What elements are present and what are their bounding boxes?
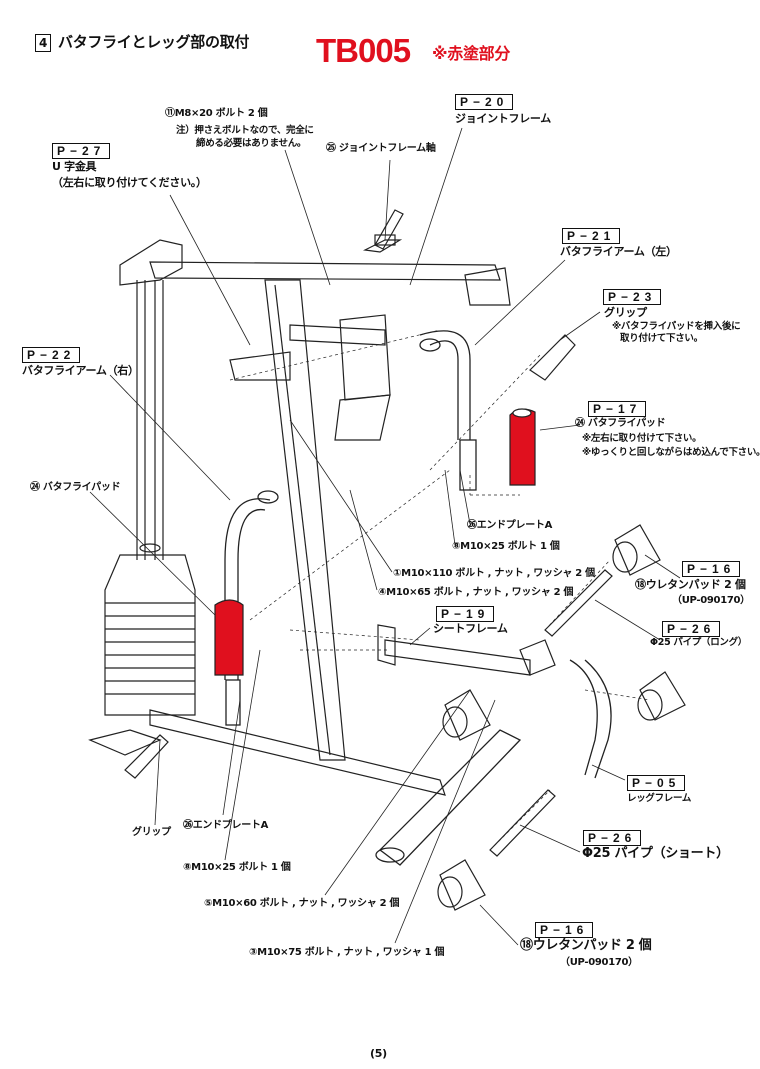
- page-title: バタフライとレッグ部の取付: [58, 33, 250, 51]
- urethane-part-number-bottom: （UP-090170）: [560, 957, 638, 968]
- seat-frame: [377, 624, 556, 676]
- label-seat-frame: シートフレーム: [433, 622, 508, 635]
- label-grip-left: グリップ: [132, 827, 171, 838]
- part-code-p19: P−19: [436, 606, 495, 622]
- part-code-p26-long: P−26: [662, 621, 721, 637]
- part-code-p22: P−22: [22, 347, 81, 363]
- label-butterfly-pad-left: ㉔ バタフライパッド: [30, 482, 121, 493]
- butterfly-pad-red: [214, 408, 536, 676]
- label-u-bracket: U 字金具: [52, 160, 97, 173]
- part-code-p05: P−05: [627, 775, 686, 791]
- label-urethane-pad-bottom: ⑱ウレタンパッド 2 個: [520, 938, 652, 953]
- step-number: 4: [35, 34, 51, 52]
- pad-note-1: ※左右に取り付けて下さい。: [582, 433, 702, 444]
- label-end-plate-right: ㉖エンドプレートA: [467, 520, 553, 531]
- pipes: [374, 209, 613, 857]
- red-part-note: ※赤塗部分: [432, 44, 511, 63]
- u-bracket-note: （左右に取り付けてください。）: [52, 176, 207, 189]
- label-end-plate-left: ㉖エンドプレートA: [183, 820, 269, 831]
- label-bolt-3: ③M10×75 ボルト , ナット , ワッシャ 1 個: [249, 947, 445, 958]
- label-butterfly-arm-right: バタフライアーム（右）: [22, 364, 139, 377]
- label-grip: グリップ: [604, 306, 647, 319]
- label-pipe-short: Φ25 パイプ（ショート）: [582, 846, 729, 861]
- butterfly-arm-right: [224, 490, 279, 726]
- urethane-rollers: [437, 524, 686, 911]
- weight-stack: [104, 543, 196, 716]
- label-butterfly-arm-left: バタフライアーム（左）: [560, 245, 677, 258]
- label-bolt-5: ⑤M10×60 ボルト , ナット , ワッシャ 2 個: [204, 898, 400, 909]
- label-joint-frame: ジョイントフレーム: [455, 112, 551, 125]
- grip: [124, 334, 576, 779]
- part-code-p16-bottom: P−16: [535, 922, 594, 938]
- label-bolt-4: ④M10×65 ボルト , ナット , ワッシャ 2 個: [378, 587, 574, 598]
- butterfly-arm-left: [419, 330, 477, 491]
- pad-hole: [512, 408, 532, 418]
- page-number: (5): [370, 1047, 387, 1060]
- bolt-11-note-2: 締める必要はありません。: [196, 138, 307, 149]
- label-butterfly-pad: ㉔ バタフライパッド: [575, 418, 666, 429]
- bolt-11-note-1: 注）押さえボルトなので、完全に: [176, 125, 314, 136]
- label-bolt-8-right: ⑧M10×25 ボルト 1 個: [452, 541, 560, 552]
- model-number: TB005: [316, 32, 411, 69]
- label-leg-frame: レッグフレーム: [627, 793, 692, 804]
- urethane-part-number-top: （UP-090170）: [672, 595, 750, 606]
- label-joint-shaft: ㉕ ジョイントフレーム軸: [326, 143, 436, 154]
- label-pipe-long: Φ25 パイプ（ロング）: [650, 637, 748, 648]
- part-code-p20: P−20: [455, 94, 514, 110]
- grip-note-2: 取り付けて下さい。: [620, 333, 703, 344]
- leg-frame: [375, 659, 612, 866]
- part-code-p21: P−21: [562, 228, 621, 244]
- grip-note-1: ※バタフライパッドを挿入後に: [612, 321, 741, 332]
- part-code-p26-short: P−26: [583, 830, 642, 846]
- frame: [88, 234, 511, 796]
- part-code-p16-top: P−16: [682, 561, 741, 577]
- label-bolt-1: ①M10×110 ボルト , ナット , ワッシャ 2 個: [393, 568, 595, 579]
- part-code-p23: P−23: [603, 289, 662, 305]
- label-bolt-8-left: ⑧M10×25 ボルト 1 個: [183, 862, 291, 873]
- leader-lines: [89, 127, 681, 946]
- label-bolt-11: ⑪M8×20 ボルト 2 個: [165, 108, 268, 119]
- part-code-p27: P−27: [52, 143, 111, 159]
- pad-note-2: ※ゆっくりと回しながらはめ込んで下さい。: [582, 447, 760, 458]
- part-code-p17: P−17: [588, 401, 647, 417]
- label-urethane-pad-top: ⑱ウレタンパッド 2 個: [635, 578, 746, 591]
